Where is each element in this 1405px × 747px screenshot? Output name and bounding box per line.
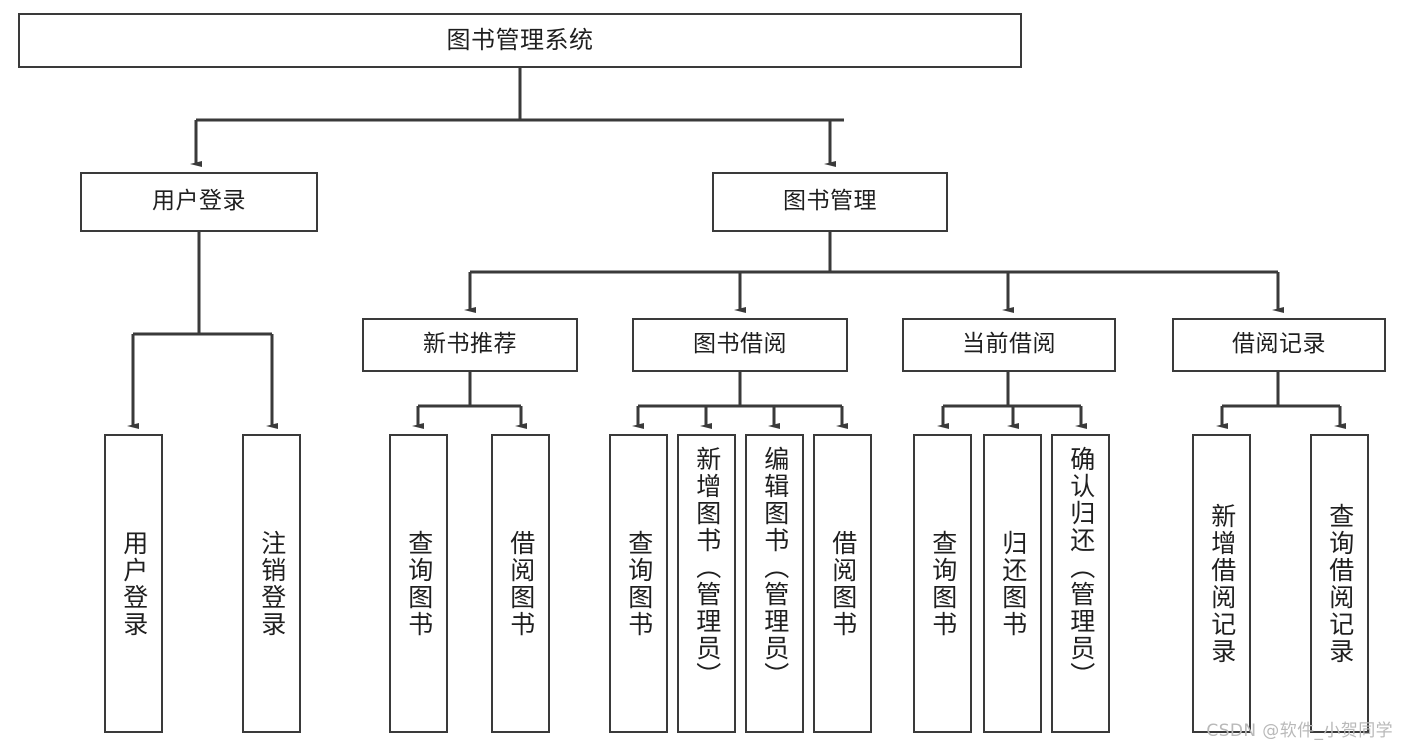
node-label: 图书借阅 (693, 331, 787, 358)
node-label: 确认归还（管理员） (1066, 446, 1096, 689)
node-leaf-query-borrow-record[interactable]: 查询借阅记录 (1310, 434, 1369, 733)
node-label: 新增图书（管理员） (692, 446, 722, 689)
node-leaf-borrow-book-recommend[interactable]: 借阅图书 (491, 434, 550, 733)
node-borrow-record[interactable]: 借阅记录 (1172, 318, 1386, 372)
node-label: 当前借阅 (962, 331, 1056, 358)
node-leaf-borrow-book-borrow[interactable]: 借阅图书 (813, 434, 872, 733)
node-leaf-add-book[interactable]: 新增图书（管理员） (677, 434, 736, 733)
node-new-book-recommend[interactable]: 新书推荐 (362, 318, 578, 372)
node-label: 用户登录 (119, 529, 149, 638)
node-user-login[interactable]: 用户登录 (80, 172, 318, 232)
node-label: 查询图书 (928, 529, 958, 638)
node-label: 归还图书 (998, 529, 1028, 638)
node-leaf-edit-book[interactable]: 编辑图书（管理员） (745, 434, 804, 733)
node-leaf-query-book-recommend[interactable]: 查询图书 (389, 434, 448, 733)
node-label: 图书管理系统 (446, 26, 594, 55)
node-leaf-add-borrow-record[interactable]: 新增借阅记录 (1192, 434, 1251, 733)
node-leaf-user-logout[interactable]: 注销登录 (242, 434, 301, 733)
node-label: 查询图书 (624, 529, 654, 638)
node-label: 注销登录 (257, 529, 287, 638)
csdn-watermark: CSDN @软件_小贺同学 (1206, 721, 1393, 741)
node-label: 编辑图书（管理员） (760, 446, 790, 689)
node-leaf-query-book-current[interactable]: 查询图书 (913, 434, 972, 733)
node-label: 查询图书 (404, 529, 434, 638)
node-book-manage[interactable]: 图书管理 (712, 172, 948, 232)
node-leaf-confirm-return[interactable]: 确认归还（管理员） (1051, 434, 1110, 733)
node-leaf-query-book-borrow[interactable]: 查询图书 (609, 434, 668, 733)
node-label: 图书管理 (783, 188, 877, 215)
node-label: 新增借阅记录 (1207, 502, 1237, 665)
node-label: 用户登录 (152, 188, 246, 215)
node-book-borrow[interactable]: 图书借阅 (632, 318, 848, 372)
node-label: 借阅图书 (828, 529, 858, 638)
node-leaf-user-login[interactable]: 用户登录 (104, 434, 163, 733)
node-label: 新书推荐 (423, 331, 517, 358)
node-label: 借阅图书 (506, 529, 536, 638)
node-current-borrow[interactable]: 当前借阅 (902, 318, 1116, 372)
node-label: 查询借阅记录 (1325, 502, 1355, 665)
node-leaf-return-book[interactable]: 归还图书 (983, 434, 1042, 733)
node-root-system[interactable]: 图书管理系统 (18, 13, 1022, 68)
node-label: 借阅记录 (1232, 331, 1326, 358)
